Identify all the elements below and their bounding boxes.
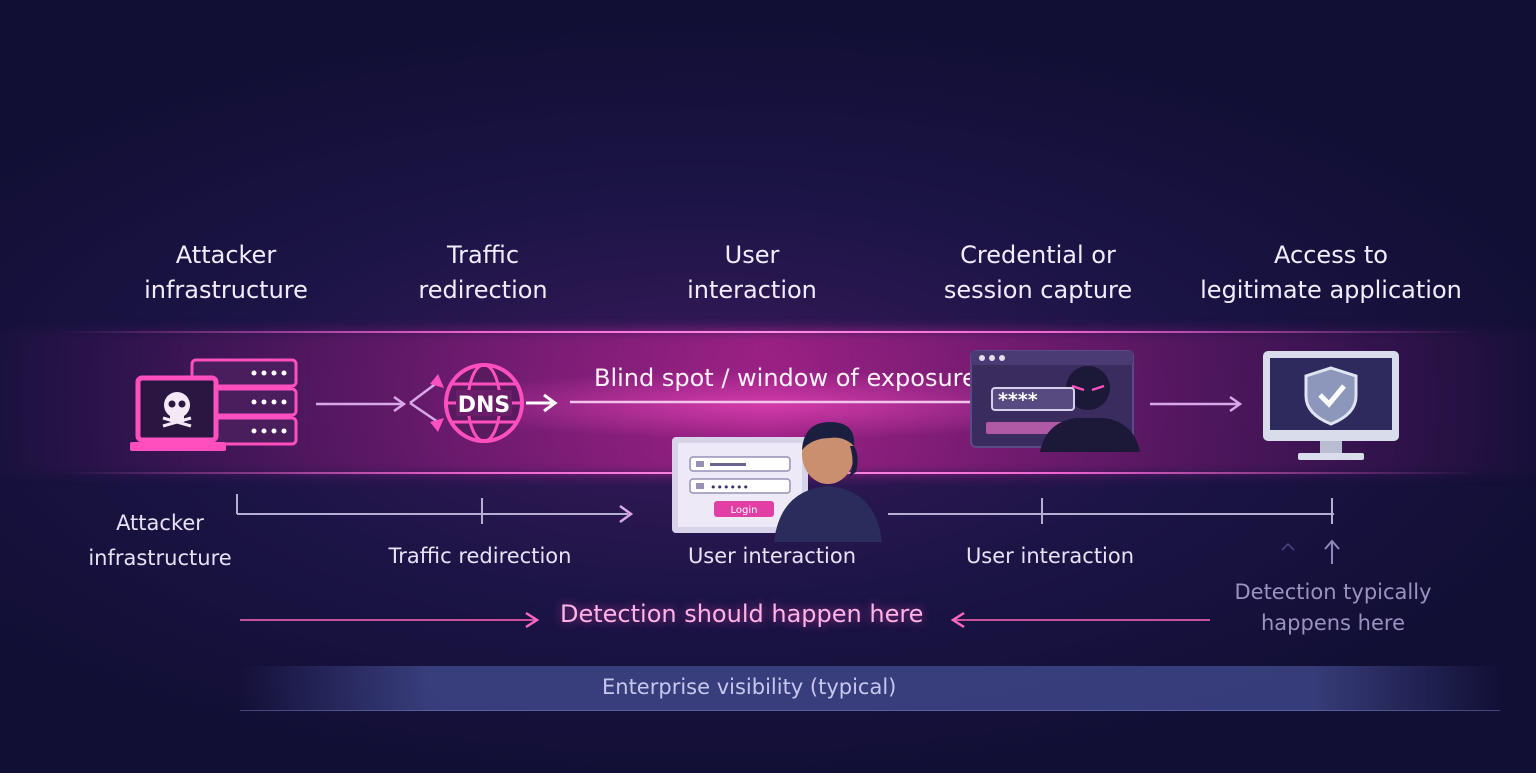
- arrow-capture-to-access: [1150, 395, 1243, 413]
- login-password-mask: ••••••: [710, 481, 749, 494]
- dns-label: DNS: [458, 393, 511, 418]
- detection-should-label: Detection should happen here: [560, 600, 924, 628]
- timeline-label-user-1: User interaction: [687, 544, 857, 568]
- login-button: Login: [731, 505, 758, 516]
- blind-spot-label: Blind spot / window of exposure: [594, 364, 977, 392]
- enterprise-visibility-label: Enterprise visibility (typical): [602, 675, 897, 699]
- detection-arrow-right: [950, 611, 1210, 629]
- detection-arrow-left: [240, 611, 540, 629]
- timeline-left: [236, 494, 634, 524]
- dns-globe-icon: DNS: [409, 363, 558, 443]
- timeline-label-traffic: Traffic redirection: [388, 544, 572, 568]
- attacker-infrastructure-icon: [130, 358, 298, 451]
- timeline-label-user-2: User interaction: [965, 544, 1135, 568]
- detection-typical-arrows: [1281, 539, 1340, 564]
- credential-capture-icon: ****: [970, 350, 1140, 452]
- user-person-icon: [774, 422, 882, 542]
- blind-spot-line: [570, 400, 990, 404]
- band-top-line: [60, 331, 1480, 333]
- enterprise-visibility-bar: [240, 666, 1500, 711]
- timeline-right: [888, 498, 1334, 524]
- arrow-attacker-to-dns: [316, 395, 407, 413]
- password-mask: ****: [998, 389, 1038, 411]
- login-screen-icon: •••••• Login: [672, 437, 808, 533]
- legit-app-monitor-icon: [1263, 351, 1399, 460]
